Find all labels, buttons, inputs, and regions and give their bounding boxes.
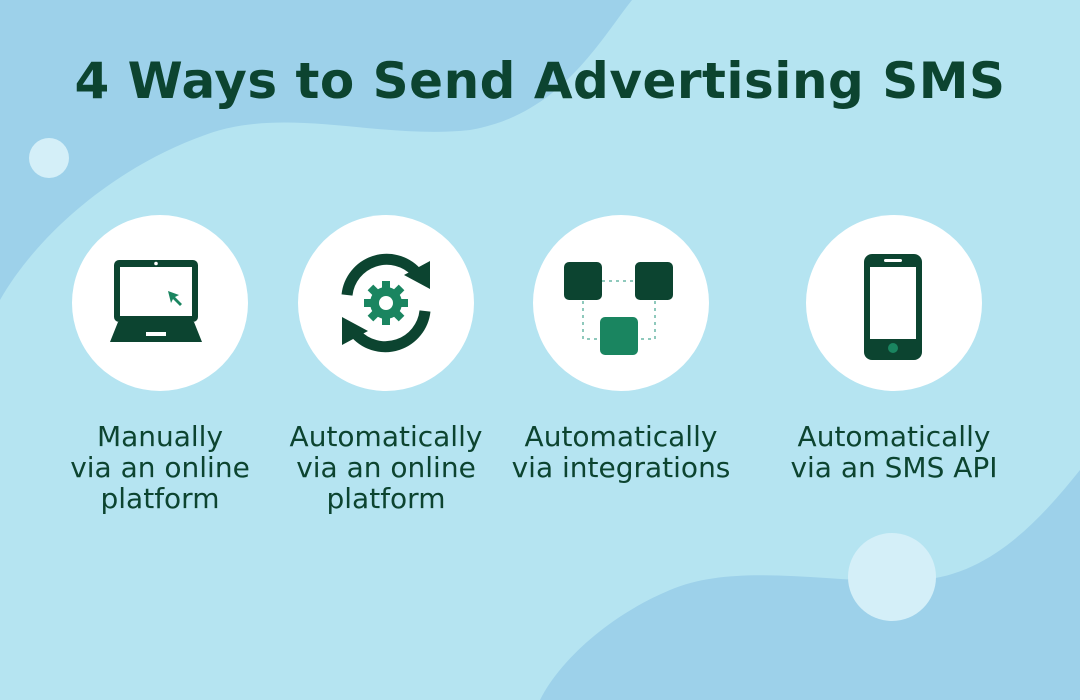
background-blob-bottom: [540, 470, 1080, 700]
icon-circle: [72, 215, 248, 391]
page-title: 4 Ways to Send Advertising SMS: [74, 52, 1006, 110]
method-label: Automatically via an online platform: [289, 420, 483, 515]
sync-gear-icon: [341, 253, 431, 353]
icon-circle: [806, 215, 982, 391]
method-label: Automatically via an SMS API: [790, 420, 998, 484]
laptop-cursor-icon: [110, 260, 202, 342]
icon-circle: [298, 215, 474, 391]
integrations-icon: [564, 262, 673, 355]
method-label: Manually via an online platform: [70, 420, 250, 515]
icon-circle: [533, 215, 709, 391]
background-bubble-large: [848, 533, 936, 621]
background-blob-top: [0, 0, 632, 300]
background-bubble-small: [29, 138, 69, 178]
smartphone-icon: [864, 254, 922, 360]
method-label: Automatically via integrations: [511, 420, 731, 484]
